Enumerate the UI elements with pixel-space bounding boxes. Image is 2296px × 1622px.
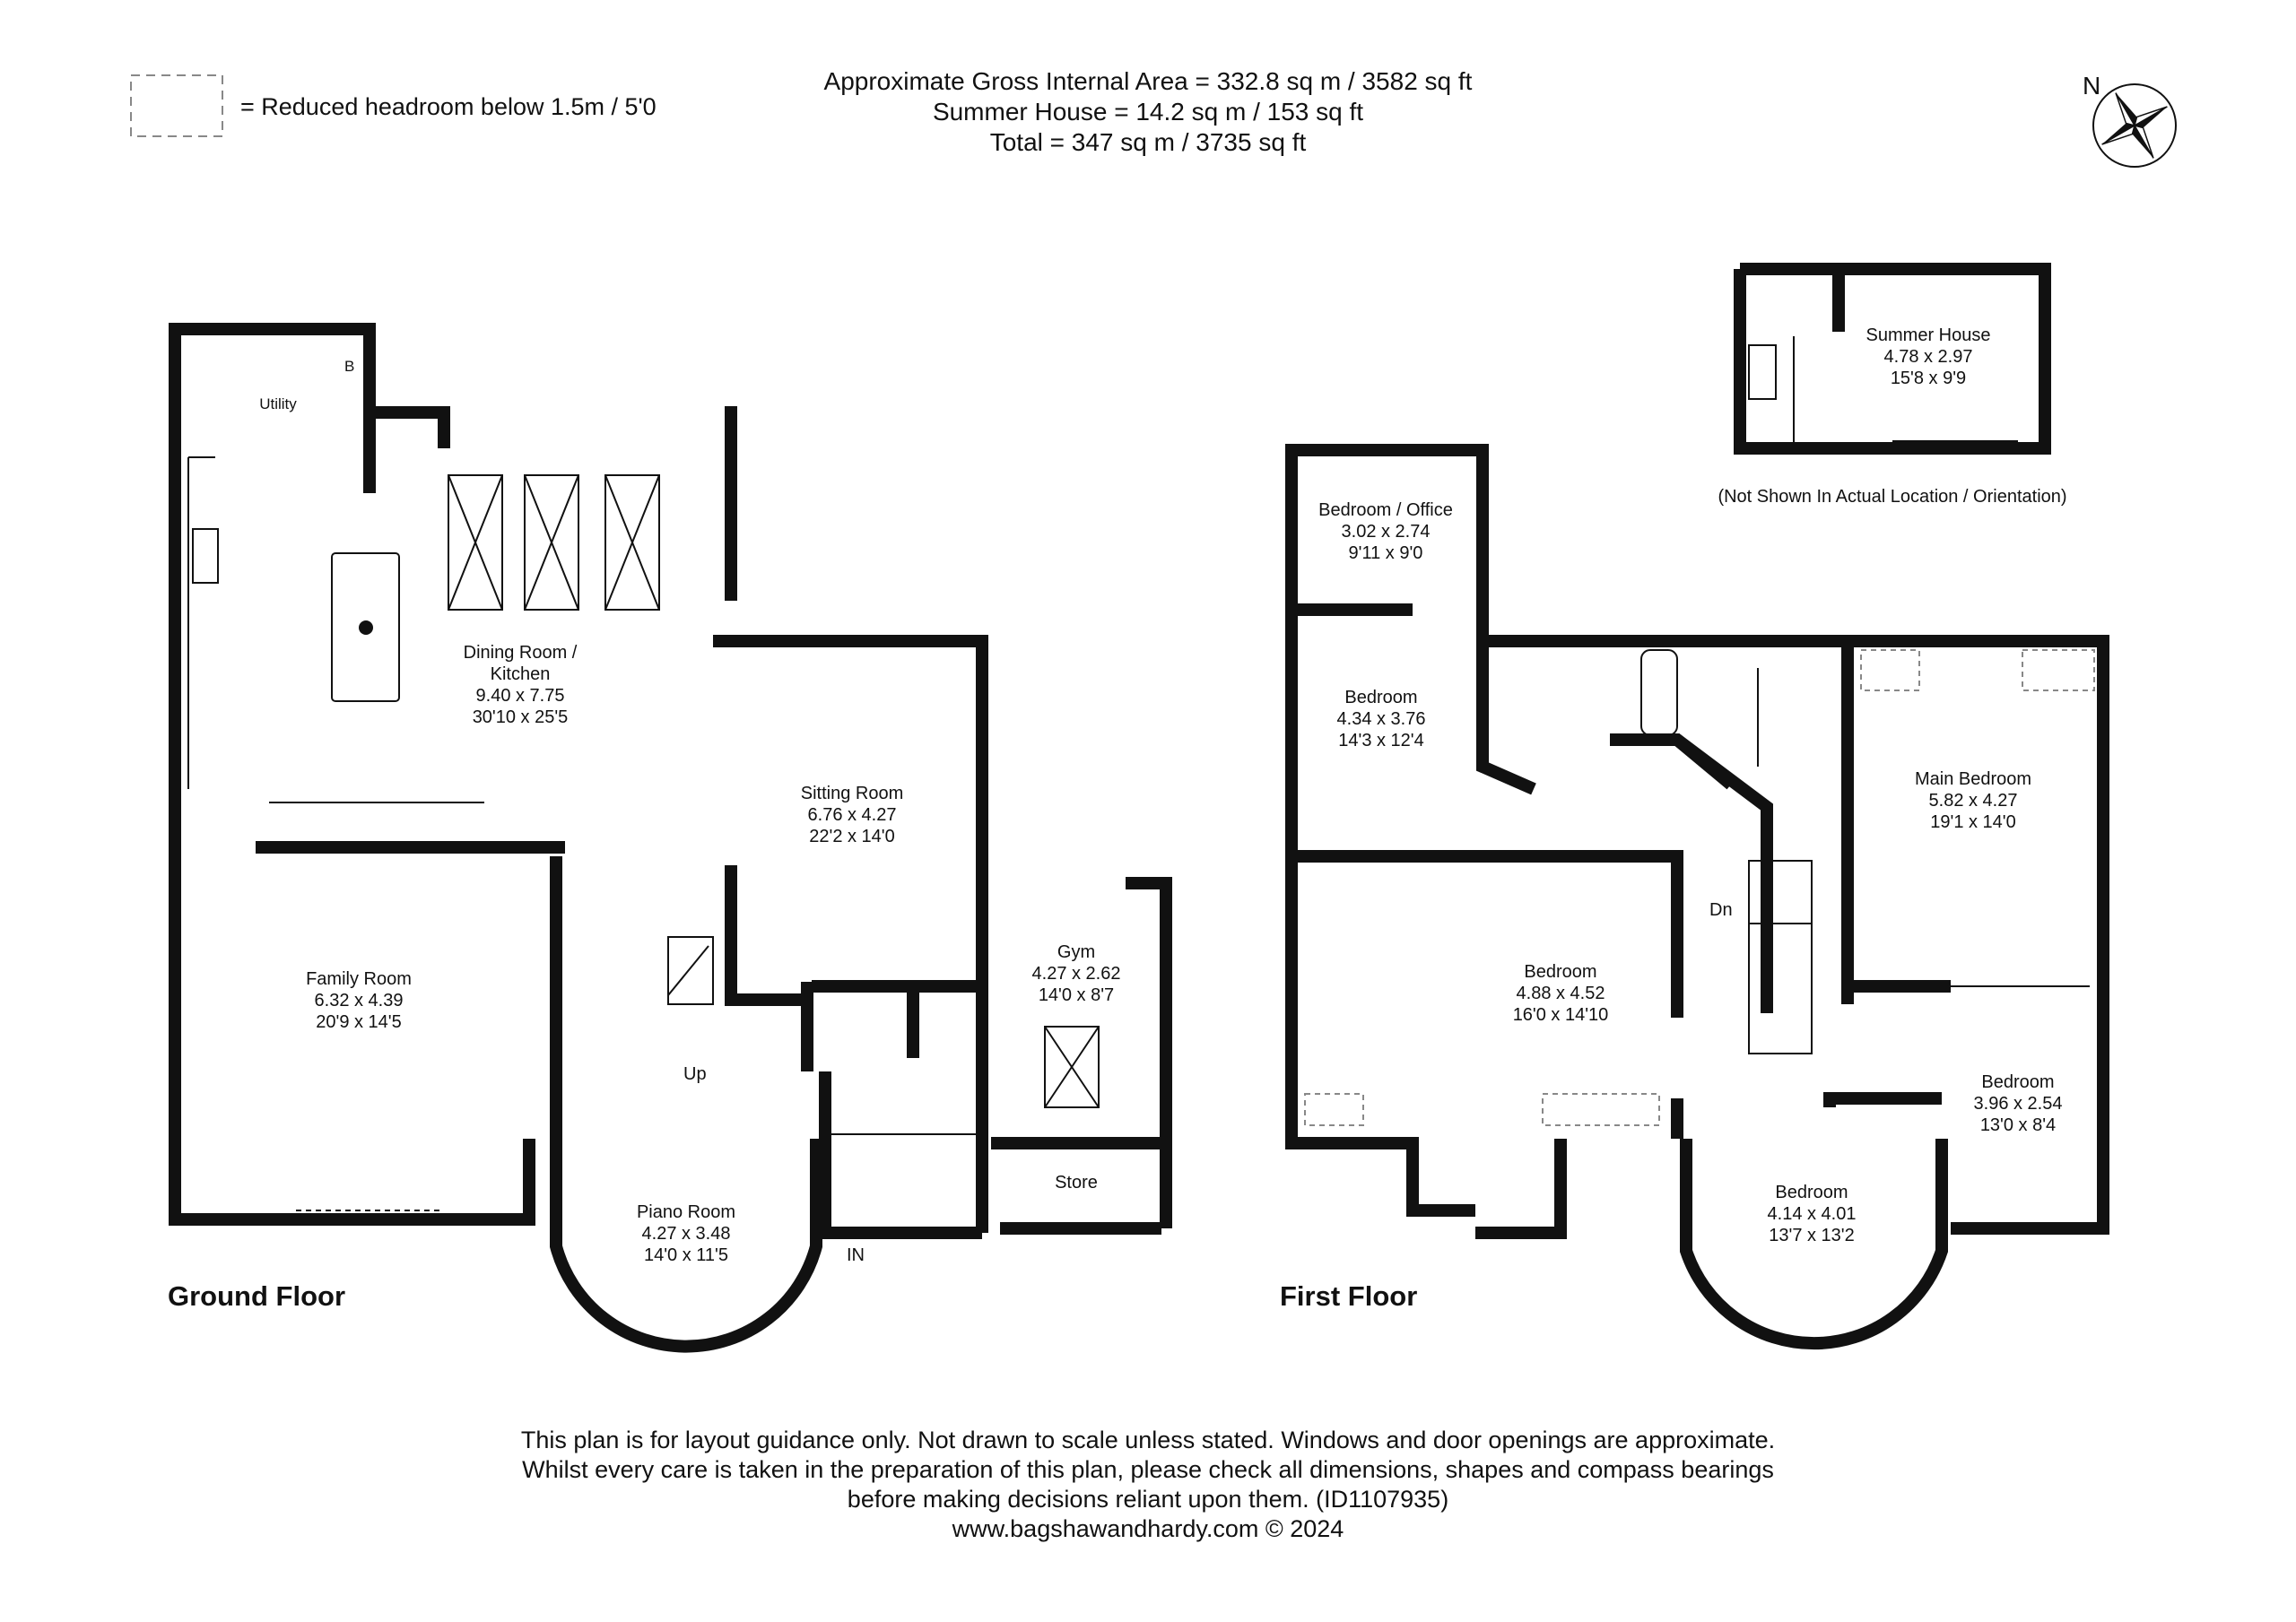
room-imperial: 22'2 x 14'0: [809, 827, 895, 846]
room-name-line2: Kitchen: [490, 664, 551, 684]
room-imperial: 13'0 x 8'4: [1979, 1115, 2057, 1135]
room-piano: Piano Room 4.27 x 3.48 14'0 x 11'5: [596, 1201, 776, 1266]
summer-house-area: Summer House = 14.2 sq m / 153 sq ft: [932, 98, 1364, 126]
stairs-up-label: Up: [683, 1064, 707, 1084]
room-name: Bedroom: [1775, 1183, 1848, 1202]
room-imperial: 16'0 x 14'10: [1512, 1005, 1609, 1025]
disclaimer-line2: Whilst every care is taken in the prepar…: [522, 1456, 1774, 1483]
room-utility: Utility: [251, 395, 305, 413]
room-bedroom-3: Bedroom 3.96 x 2.54 13'0 x 8'4: [1946, 1071, 2090, 1136]
room-metric: 4.78 x 2.97: [1883, 347, 1973, 367]
room-name: Main Bedroom: [1914, 769, 2032, 789]
room-metric: 6.32 x 4.39: [314, 991, 404, 1010]
room-name: Family Room: [306, 969, 412, 989]
boiler-label: B: [344, 358, 355, 375]
room-imperial: 14'0 x 11'5: [643, 1245, 728, 1265]
room-gym: Gym 4.27 x 2.62 14'0 x 8'7: [996, 941, 1157, 1006]
legend-label: = Reduced headroom below 1.5m / 5'0: [240, 93, 657, 120]
room-name: Store: [1055, 1173, 1098, 1193]
room-name: Bedroom: [1524, 962, 1597, 982]
room-bedroom-2: Bedroom 4.88 x 4.52 16'0 x 14'10: [1480, 961, 1641, 1026]
disclaimer-line3: before making decisions reliant upon the…: [847, 1486, 1449, 1513]
copyright: © 2024: [1265, 1515, 1344, 1542]
room-sitting: Sitting Room 6.76 x 4.27 22'2 x 14'0: [762, 783, 942, 847]
room-name: Gym: [1057, 942, 1096, 962]
room-imperial: 15'8 x 9'9: [1890, 369, 1967, 388]
website-link[interactable]: www.bagshawandhardy.com: [952, 1515, 1259, 1542]
room-name: Bedroom: [1981, 1072, 2055, 1092]
first-floor-fittings: [1304, 649, 2095, 1126]
room-name: Sitting Room: [800, 784, 904, 803]
room-dining-kitchen: Dining Room / Kitchen 9.40 x 7.75 30'10 …: [404, 642, 637, 728]
room-metric: 4.34 x 3.76: [1336, 709, 1426, 729]
disclaimer: This plan is for layout guidance only. N…: [296, 1426, 2000, 1544]
room-imperial: 13'7 x 13'2: [1769, 1226, 1855, 1245]
compass-rose-icon: [2092, 83, 2177, 168]
website-line: www.bagshawandhardy.com © 2024: [296, 1514, 2000, 1544]
room-store: Store: [1040, 1172, 1112, 1193]
room-metric: 3.96 x 2.54: [1973, 1094, 2063, 1114]
room-bedroom-1: Bedroom 4.34 x 3.76 14'3 x 12'4: [1309, 687, 1453, 751]
room-bedroom-4: Bedroom 4.14 x 4.01 13'7 x 13'2: [1740, 1182, 1883, 1246]
hob-icon: [359, 620, 373, 635]
room-imperial: 14'3 x 12'4: [1338, 731, 1424, 750]
room-name: Summer House: [1866, 325, 1991, 345]
room-imperial: 20'9 x 14'5: [316, 1012, 402, 1032]
first-floor-title: First Floor: [1280, 1280, 1418, 1312]
room-family: Family Room 6.32 x 4.39 20'9 x 14'5: [269, 968, 448, 1033]
room-metric: 3.02 x 2.74: [1341, 522, 1431, 542]
disclaimer-line1: This plan is for layout guidance only. N…: [520, 1427, 1776, 1453]
room-imperial: 14'0 x 8'7: [1038, 985, 1115, 1005]
room-name: Piano Room: [636, 1202, 736, 1222]
room-name: Bedroom: [1344, 688, 1418, 707]
room-name: Utility: [259, 395, 297, 412]
ground-floor-title: Ground Floor: [168, 1280, 346, 1312]
stairs-down-label: Dn: [1709, 900, 1733, 920]
summer-house-walls: [1734, 263, 2051, 455]
reduced-headroom-legend-box: [130, 74, 223, 137]
room-summer-house: Summer House 4.78 x 2.97 15'8 x 9'9: [1848, 325, 2009, 389]
total-area: Total = 347 sq m / 3735 sq ft: [989, 128, 1307, 156]
room-metric: 4.14 x 4.01: [1767, 1204, 1857, 1224]
ground-floor-walls: [169, 323, 1172, 1353]
room-imperial: 19'1 x 14'0: [1930, 812, 2016, 832]
room-metric: 9.40 x 7.75: [475, 686, 565, 706]
summer-house-fittings: [1748, 336, 2018, 444]
room-main-bedroom: Main Bedroom 5.82 x 4.27 19'1 x 14'0: [1883, 768, 2063, 833]
room-imperial: 9'11 x 9'0: [1348, 543, 1423, 563]
first-floor-walls: [1285, 444, 2109, 1350]
gross-internal-area: Approximate Gross Internal Area = 332.8 …: [823, 67, 1473, 95]
room-imperial: 30'10 x 25'5: [472, 707, 569, 727]
compass-north-label: N: [2083, 72, 2101, 100]
summer-house-note: (Not Shown In Actual Location / Orientat…: [1718, 487, 2067, 507]
room-metric: 5.82 x 4.27: [1928, 791, 2018, 811]
room-name-line1: Dining Room /: [463, 643, 578, 663]
room-metric: 4.27 x 2.62: [1031, 964, 1121, 984]
room-metric: 4.88 x 4.52: [1516, 984, 1605, 1003]
ground-floor-fittings: [187, 456, 1100, 1211]
room-metric: 4.27 x 3.48: [641, 1224, 731, 1244]
room-name: Bedroom / Office: [1318, 500, 1453, 520]
room-metric: 6.76 x 4.27: [807, 805, 897, 825]
room-bedroom-office: Bedroom / Office 3.02 x 2.74 9'11 x 9'0: [1296, 499, 1475, 564]
area-summary: Approximate Gross Internal Area = 332.8 …: [700, 66, 1596, 158]
entrance-label: IN: [847, 1245, 865, 1265]
